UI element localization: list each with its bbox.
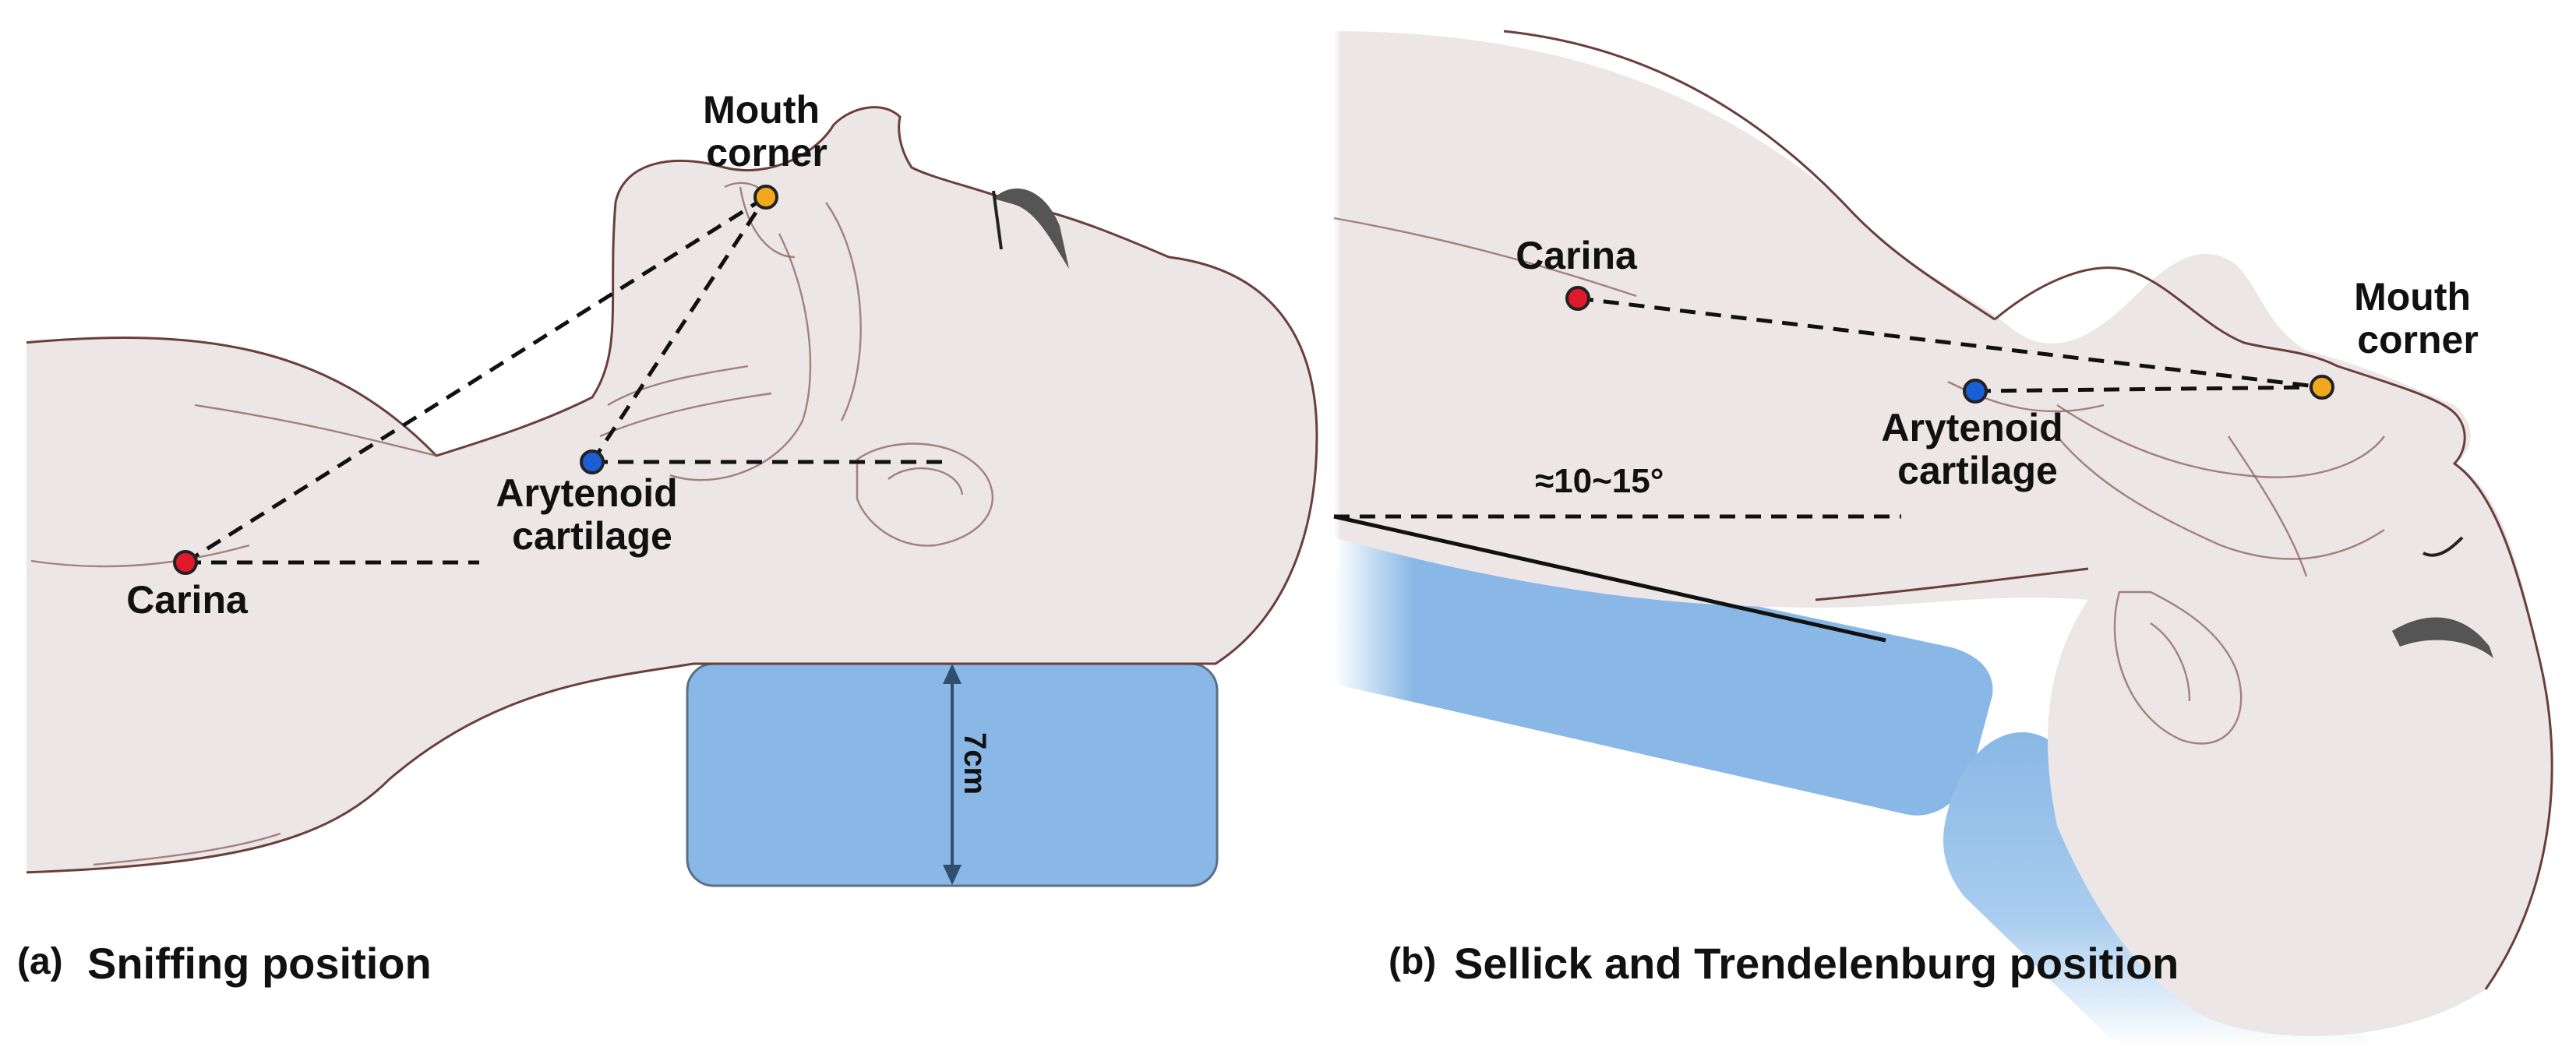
mouth-corner-point-a	[753, 185, 778, 210]
carina-point-a	[173, 550, 198, 575]
ear-a	[856, 442, 994, 547]
body-silhouette-b	[1334, 31, 2553, 1036]
mouth-corner-label-b: Mouth corner	[2354, 275, 2482, 361]
eye-a	[993, 188, 1069, 269]
carina-point-b	[1565, 286, 1590, 311]
panel-b-title: Sellick and Trendelenburg position	[1454, 939, 2179, 988]
body-silhouette-a	[22, 106, 1318, 874]
ear-b	[2113, 590, 2243, 745]
pillow-height-arrow	[943, 664, 962, 885]
airway-axis-lines-b	[1577, 296, 2323, 393]
panel-a: 7cm Mouth c	[0, 88, 1318, 988]
pillow-height-label: 7cm	[958, 732, 992, 795]
mouth-corner-point-b	[2310, 375, 2334, 400]
panel-b-tag: (b)	[1389, 941, 1436, 982]
mouth-corner-label-a: Mouth corner	[703, 88, 831, 174]
panel-a-tag: (a)	[17, 941, 63, 982]
arytenoid-point-a	[580, 449, 605, 474]
panel-a-title: Sniffing position	[87, 939, 432, 988]
trendelenburg-board	[1334, 516, 1993, 816]
airway-axis-lines-a	[184, 195, 943, 565]
carina-label-a: Carina	[126, 578, 249, 622]
arytenoid-label-b: Arytenoid cartilage	[1881, 406, 2073, 492]
arytenoid-point-b	[1963, 379, 1988, 404]
arytenoid-label-a: Arytenoid cartilage	[496, 471, 688, 558]
panel-b: ≈10~15° Carina Arytenoid cartilage Mouth…	[1333, 23, 2553, 1047]
tilt-angle-label: ≈10~15°	[1535, 462, 1664, 500]
tilt-angle-reference	[1333, 514, 1901, 643]
eye-b	[2392, 617, 2493, 658]
carina-label-b: Carina	[1516, 234, 1638, 277]
